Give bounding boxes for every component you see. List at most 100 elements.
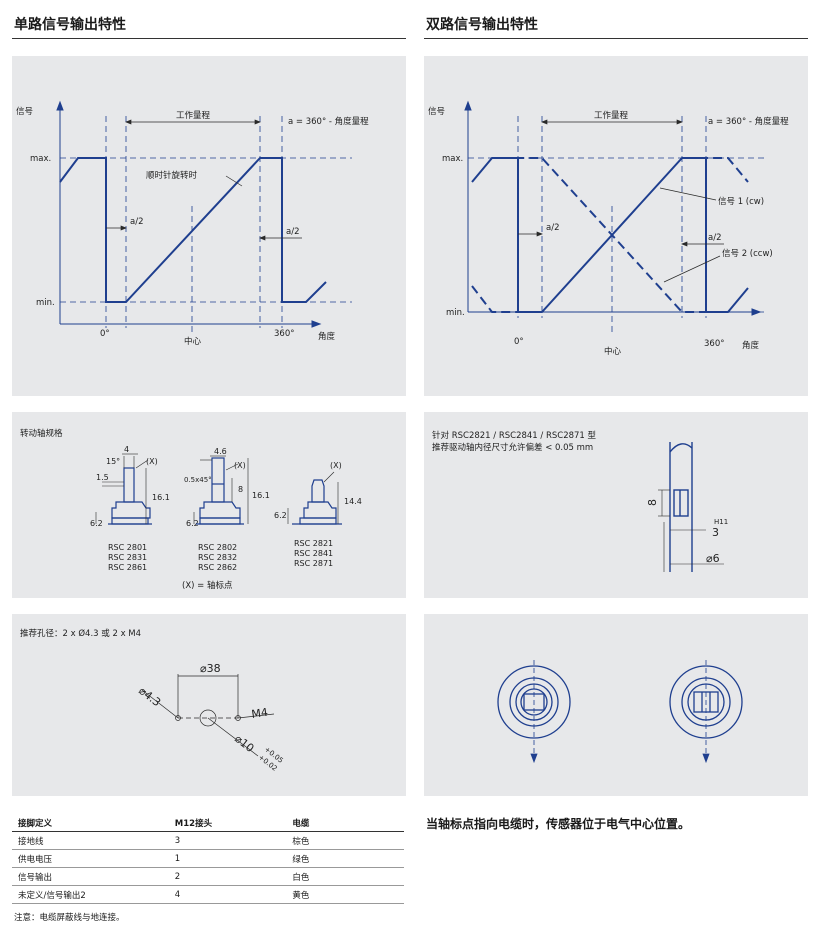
dual-x-axis-label: 角度 — [742, 340, 760, 351]
range-label: 工作量程 — [176, 110, 211, 121]
signal2-label: 信号 2 (ccw) — [722, 248, 773, 259]
model-a-1: RSC 2801 — [108, 543, 147, 552]
full-deg-label: 360° — [274, 329, 294, 339]
shaft-title: 转动轴规格 — [20, 428, 63, 439]
dual-zero-label: 0° — [514, 337, 524, 347]
pin-table-header: 接脚定义 M12接头 电缆 — [12, 815, 404, 832]
bore-drawing: 针对 RSC2821 / RSC2841 / RSC2871 型 推荐驱动轴内径… — [432, 430, 728, 572]
dim-16-1-a: 16.1 — [152, 493, 170, 502]
dim-4: 4 — [124, 445, 129, 454]
dual-signal-panel: 信号 max. min. 工作量程 a = 360° - 角度量程 信号 1 (… — [424, 56, 808, 396]
x-axis-label: 角度 — [318, 331, 336, 342]
marker-x-c: (X) — [330, 461, 342, 470]
pin-name: 供电电压 — [12, 849, 169, 868]
zero-deg-label: 0° — [100, 329, 110, 339]
axis-marker-legend: (X) = 轴标点 — [182, 580, 233, 591]
dim-6-2-b: 6.2 — [186, 519, 199, 528]
dim-8: 8 — [238, 485, 243, 494]
col-cable: 电缆 — [286, 815, 404, 832]
model-c-2: RSC 2841 — [294, 549, 333, 558]
pin-name: 接地线 — [12, 831, 169, 850]
single-signal-panel: 信号 max. min. 工作量程 a = 360° - 角度量程 顺时针旋转时… — [12, 56, 406, 396]
model-b-2: RSC 2832 — [198, 553, 237, 562]
hole-panel: 推荐孔径：2 x Ø4.3 或 2 x M4 ⌀38 ⌀4.3 M4 ⌀10 +… — [12, 614, 406, 796]
half-a-left: a/2 — [130, 217, 143, 227]
pin-color: 棕色 — [286, 831, 404, 850]
col-m12: M12接头 — [168, 815, 287, 832]
max-label: max. — [30, 154, 51, 164]
table-row: 信号输出 2 白色 — [12, 867, 404, 886]
model-b-3: RSC 2862 — [198, 563, 237, 572]
model-c-1: RSC 2821 — [294, 539, 333, 548]
single-output-heading: 单路信号输出特性 — [14, 17, 126, 33]
min-label: min. — [36, 298, 55, 308]
pin-number: 1 — [168, 849, 287, 868]
pin-number: 3 — [168, 831, 287, 850]
dim-bore-6: ⌀6 — [706, 552, 720, 565]
dim-4-6: 4.6 — [214, 447, 227, 456]
center-statement: 当轴标点指向电缆时，传感器位于电气中心位置。 — [426, 817, 691, 831]
model-a-3: RSC 2861 — [108, 563, 147, 572]
col-pin-definition: 接脚定义 — [12, 815, 169, 832]
pin-color: 白色 — [286, 867, 404, 886]
dual-half-a-right: a/2 — [708, 233, 721, 243]
top-view-drawing — [497, 660, 743, 764]
dim-6-2-c: 6.2 — [274, 511, 287, 520]
marker-x-a: (X) — [146, 457, 158, 466]
hole-drawing: 推荐孔径：2 x Ø4.3 或 2 x M4 ⌀38 ⌀4.3 M4 ⌀10 +… — [20, 628, 285, 773]
dim-h11: H11 — [714, 518, 728, 526]
dual-a-definition: a = 360° - 角度量程 — [708, 116, 789, 127]
pin-name: 未定义/信号输出2 — [12, 885, 169, 904]
dual-center-label: 中心 — [604, 346, 622, 357]
table-row: 接地线 3 棕色 — [12, 831, 404, 850]
bore-panel: 针对 RSC2821 / RSC2841 / RSC2871 型 推荐驱动轴内径… — [424, 412, 808, 598]
dim-6-2-a: 6.2 — [90, 519, 103, 528]
right-heading-rule — [424, 38, 808, 39]
pin-color: 绿色 — [286, 849, 404, 868]
pin-number: 4 — [168, 885, 287, 904]
dual-range-label: 工作量程 — [594, 110, 629, 121]
table-row: 供电电压 1 绿色 — [12, 849, 404, 868]
dim-16-1-b: 16.1 — [252, 491, 270, 500]
model-b-1: RSC 2802 — [198, 543, 237, 552]
pin-table: 接脚定义 M12接头 电缆 接地线 3 棕色 供电电压 1 绿色 信号输出 2 … — [12, 815, 404, 904]
bore-line1: 针对 RSC2821 / RSC2841 / RSC2871 型 — [432, 430, 597, 441]
bore-line2: 推荐驱动轴内径尺寸允许偏差 < 0.05 mm — [432, 442, 593, 453]
model-a-2: RSC 2831 — [108, 553, 147, 562]
dim-14-4: 14.4 — [344, 497, 362, 506]
table-row: 未定义/信号输出2 4 黄色 — [12, 885, 404, 904]
dim-4-3: ⌀4.3 — [136, 684, 163, 709]
dim-1-5: 1.5 — [96, 473, 109, 482]
dual-output-heading: 双路信号输出特性 — [426, 17, 538, 33]
shaft-spec-panel: 转动轴规格 4 15° (X) 1.5 16.1 6.2 4.6 0.5x45°… — [12, 412, 406, 598]
pin-number: 2 — [168, 867, 287, 886]
dim-bore-8: 8 — [646, 499, 659, 506]
dim-bore-3: 3 — [712, 526, 719, 539]
dual-half-a-left: a/2 — [546, 223, 559, 233]
dual-max-label: max. — [442, 154, 463, 164]
dim-38: ⌀38 — [200, 662, 221, 675]
center-label: 中心 — [184, 336, 202, 347]
model-c-3: RSC 2871 — [294, 559, 333, 568]
single-signal-diagram: 信号 max. min. 工作量程 a = 360° - 角度量程 顺时针旋转时… — [16, 100, 369, 347]
cw-label: 顺时针旋转时 — [146, 170, 198, 181]
dual-signal-diagram: 信号 max. min. 工作量程 a = 360° - 角度量程 信号 1 (… — [428, 100, 789, 357]
y-axis-label: 信号 — [16, 106, 33, 117]
signal1-label: 信号 1 (cw) — [718, 196, 764, 207]
dual-y-axis-label: 信号 — [428, 106, 445, 117]
top-view-panel — [424, 614, 808, 796]
dim-m4: M4 — [251, 706, 269, 721]
dual-min-label: min. — [446, 308, 465, 318]
shaft-drawings: 转动轴规格 4 15° (X) 1.5 16.1 6.2 4.6 0.5x45°… — [20, 428, 362, 591]
pin-name: 信号输出 — [12, 867, 169, 886]
dim-angle: 15° — [106, 457, 120, 466]
hole-title: 推荐孔径：2 x Ø4.3 或 2 x M4 — [20, 628, 141, 639]
a-definition: a = 360° - 角度量程 — [288, 116, 369, 127]
marker-x-b: (X) — [234, 461, 246, 470]
dim-chamfer: 0.5x45° — [184, 476, 212, 484]
dual-full-label: 360° — [704, 339, 724, 349]
left-heading-rule — [12, 38, 406, 39]
shield-note: 注意：电缆屏蔽线与地连接。 — [14, 913, 125, 923]
half-a-right: a/2 — [286, 227, 299, 237]
pin-color: 黄色 — [286, 885, 404, 904]
